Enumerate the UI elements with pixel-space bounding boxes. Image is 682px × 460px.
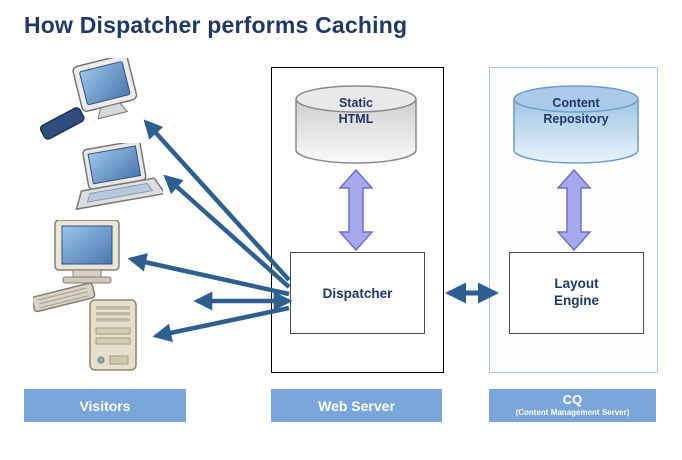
page-title: How Dispatcher performs Caching: [24, 12, 408, 38]
content-repository-label: Content Repository: [543, 96, 609, 126]
dispatcher-label: Dispatcher: [322, 285, 393, 301]
content-repository-cylinder: [513, 85, 639, 164]
arrow-to-desktop: [127, 253, 290, 297]
workstation-monitor-icon: [39, 58, 138, 140]
layout-engine-label: Layout Engine: [553, 276, 599, 308]
arrow-to-server-tower: [152, 305, 290, 343]
layout-engine-node: Layout Engine: [509, 252, 644, 334]
web-server-footer-bar: Web Server: [271, 389, 442, 422]
laptop-icon: [75, 143, 163, 211]
web-server-label: Web Server: [318, 397, 395, 414]
cq-footer-bar: CQ (Content Management Server): [489, 389, 656, 422]
arrow-to-workstation: [143, 119, 291, 282]
visitors-label: Visitors: [79, 397, 131, 414]
visitors-footer-bar: Visitors: [24, 389, 186, 422]
server-tower-icon: [89, 299, 137, 371]
static-html-label: Static HTML: [338, 96, 374, 126]
cq-label: CQ: [562, 392, 583, 408]
dispatcher-node: Dispatcher: [290, 252, 425, 334]
desktop-computer-icon: [33, 220, 120, 313]
static-html-cylinder: [295, 85, 417, 164]
cq-sublabel: (Content Management Server): [515, 408, 630, 418]
